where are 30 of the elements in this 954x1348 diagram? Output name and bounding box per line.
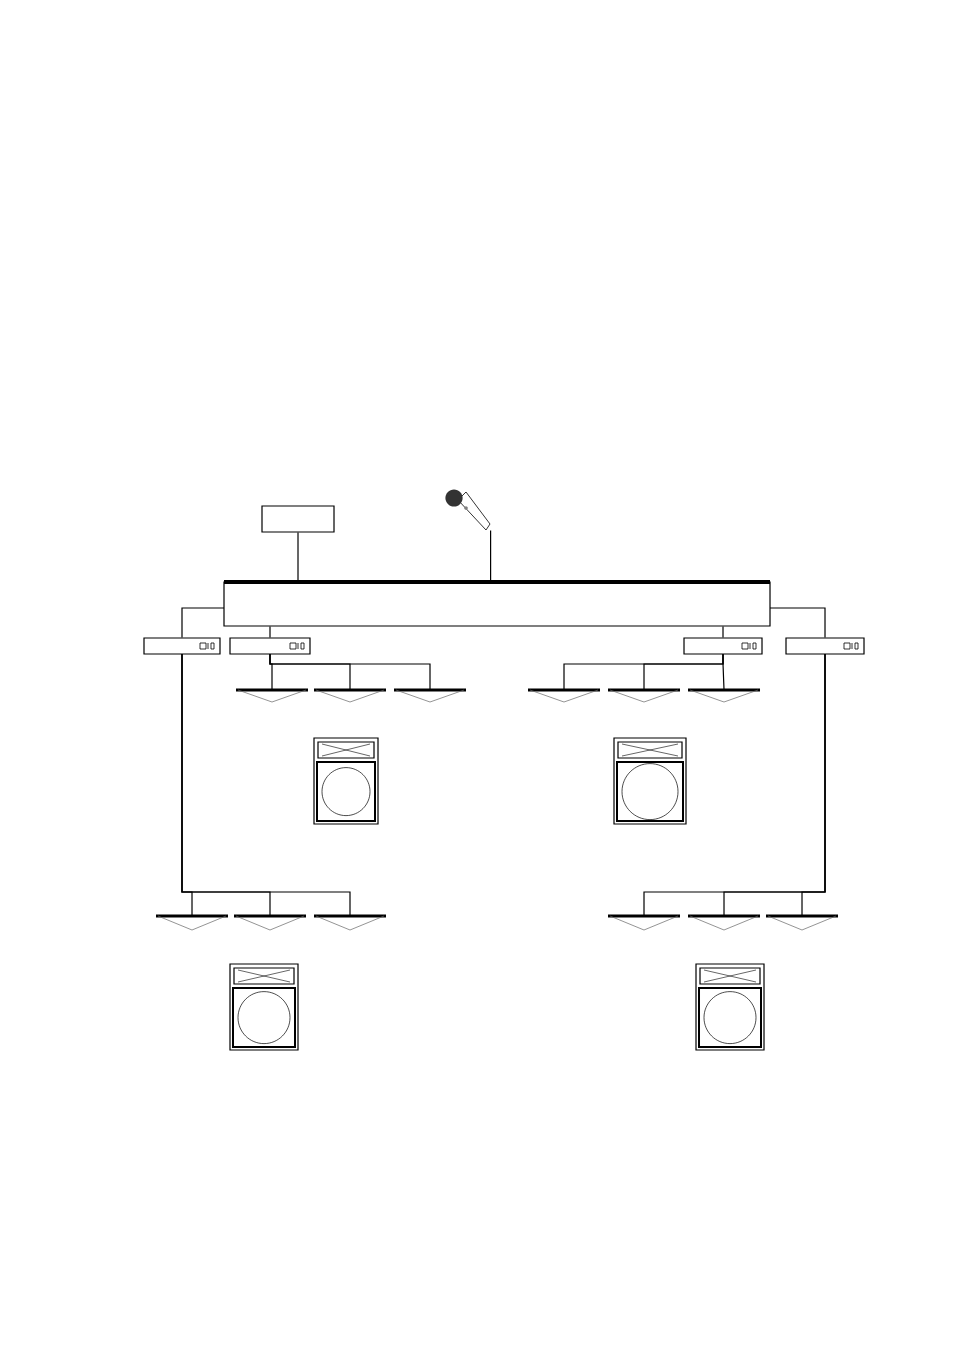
microphone-drawing [445,489,491,531]
connection-line [722,626,724,638]
connection-line [722,654,725,690]
ceiling-speaker [156,914,228,931]
connection-line [297,532,299,582]
ceiling-speaker [688,688,760,703]
ceiling-speaker [314,914,386,931]
amplifier-box [785,637,865,655]
ceiling-speaker [608,688,680,703]
ceiling-speaker [394,688,466,703]
connection-line [269,653,431,690]
connection-line [643,653,724,690]
connection-line [769,607,826,638]
connection-line [181,607,225,638]
control-box [261,505,335,533]
connection-line [490,530,492,582]
connection-line [181,653,351,916]
amplifier-box [143,637,221,655]
connection-line [801,653,826,916]
ceiling-speaker [608,914,680,931]
ceiling-speaker [528,688,600,703]
ceiling-speaker [766,914,838,931]
mixer-console [223,580,771,627]
amplifier-box [683,637,763,655]
ceiling-speaker [314,688,386,703]
connection-line [269,626,271,638]
ceiling-speaker [234,914,306,931]
ceiling-speaker [688,914,760,931]
amplifier-box [229,637,311,655]
ceiling-speaker [236,688,308,703]
